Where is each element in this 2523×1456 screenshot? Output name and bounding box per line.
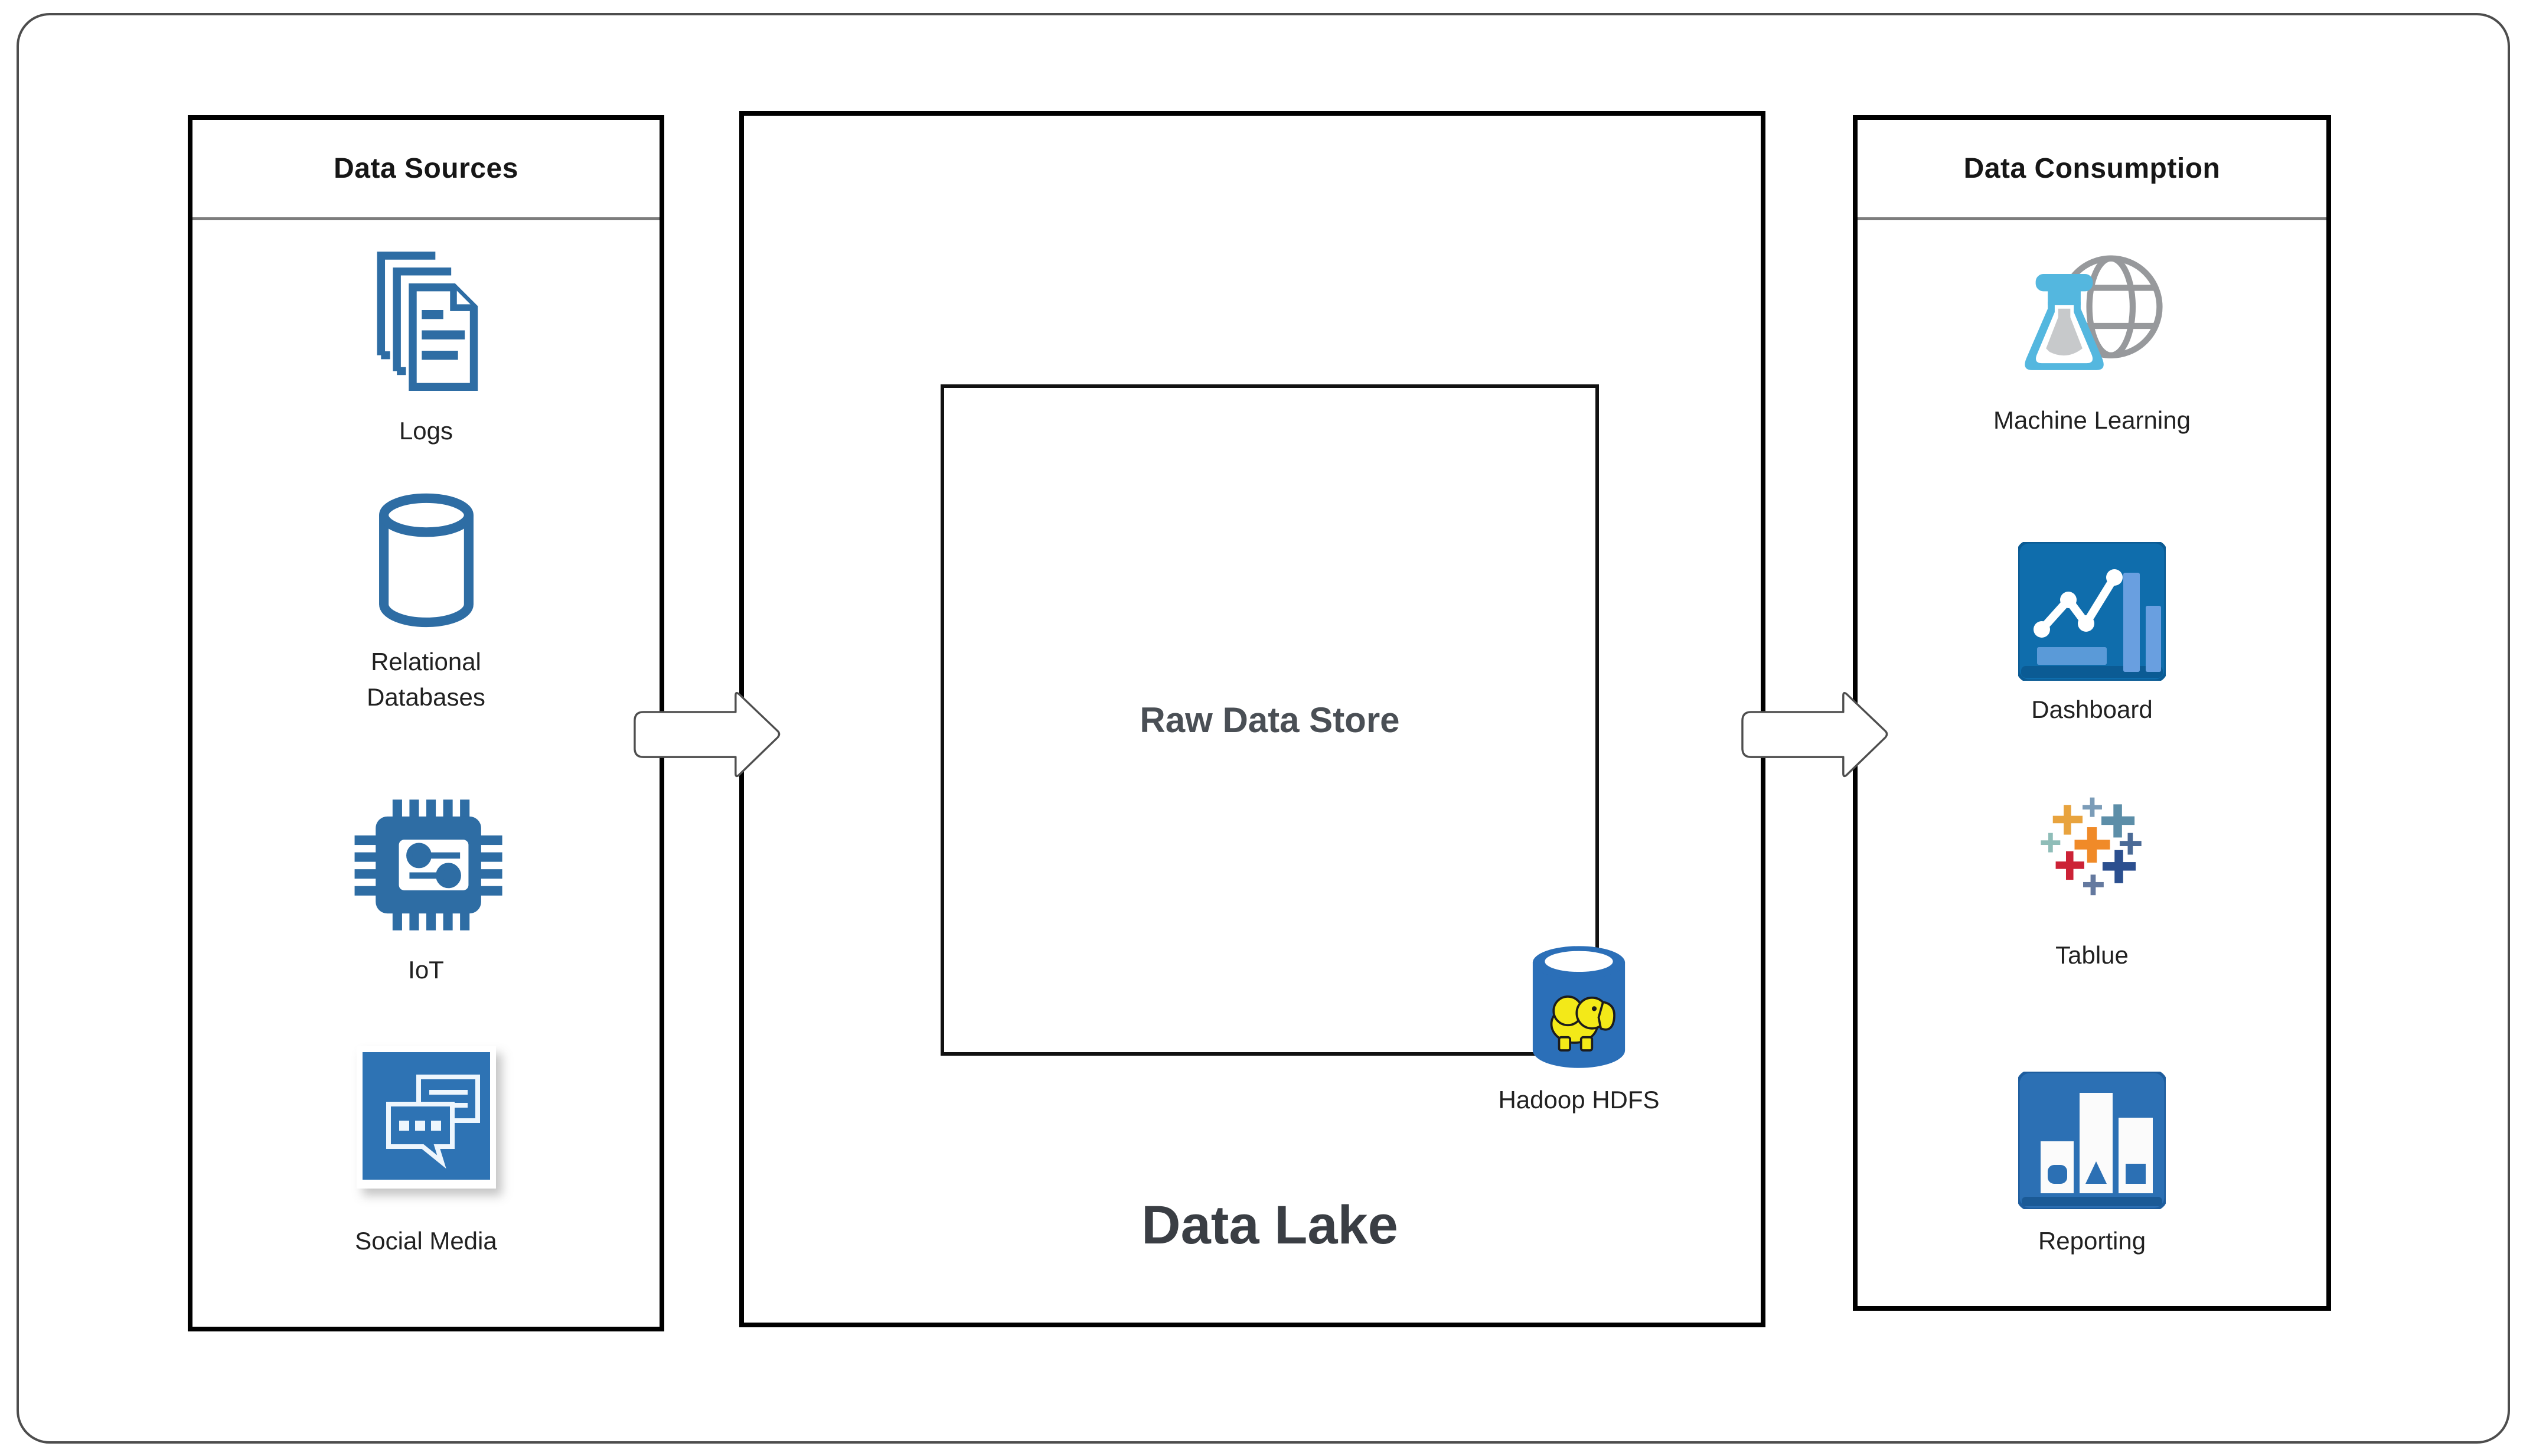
machine-learning-icon — [1858, 248, 2326, 393]
data-lake-box: Raw Data Store Data Lake — [739, 111, 1765, 1327]
hadoop-hdfs-icon — [1532, 946, 1626, 1068]
raw-data-store-label: Raw Data Store — [1140, 700, 1400, 740]
iot-chip-icon — [192, 791, 660, 939]
social-media-icon — [192, 1046, 660, 1189]
reporting-icon — [1858, 1072, 2326, 1209]
iot-label: IoT — [408, 956, 444, 984]
data-consumption-panel: Data Consumption Machine Learning — [1853, 115, 2331, 1311]
database-icon — [192, 492, 660, 628]
logs-icon — [192, 242, 660, 391]
dashboard-label: Dashboard — [2031, 696, 2153, 723]
machine-learning-label: Machine Learning — [1993, 406, 2191, 434]
raw-data-store-box: Raw Data Store — [941, 384, 1599, 1056]
dashboard-icon — [1858, 542, 2326, 681]
data-consumption-header: Data Consumption — [1858, 120, 2326, 220]
data-sources-panel: Data Sources Logs — [188, 115, 664, 1331]
lake-to-consumption-arrow-icon — [1741, 691, 1888, 778]
social-media-label: Social Media — [355, 1227, 497, 1255]
hadoop-hdfs-group: Hadoop HDFS — [1487, 941, 1671, 1114]
sources-to-lake-arrow-icon — [634, 691, 781, 778]
tableau-label: Tablue — [2055, 941, 2129, 969]
data-lake-label: Data Lake — [1141, 1195, 1398, 1255]
data-consumption-title: Data Consumption — [1963, 153, 2221, 184]
database-label: Relational Databases — [367, 648, 485, 711]
tableau-icon — [1858, 792, 2326, 899]
hadoop-hdfs-label: Hadoop HDFS — [1498, 1086, 1660, 1114]
data-sources-title: Data Sources — [334, 153, 518, 184]
logs-label: Logs — [399, 417, 453, 445]
data-sources-header: Data Sources — [192, 120, 660, 220]
reporting-label: Reporting — [2038, 1227, 2146, 1255]
